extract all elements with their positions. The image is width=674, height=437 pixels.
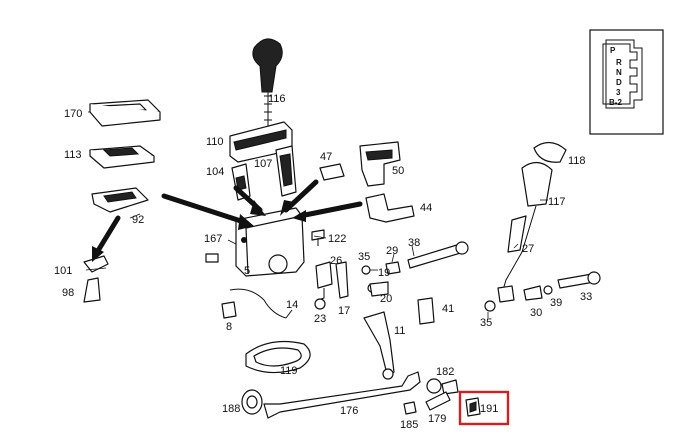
- callout-188: 188: [222, 403, 240, 415]
- callout-5: 5: [244, 265, 250, 277]
- gate-position-b2: B-2: [609, 98, 622, 107]
- callout-35-a: 35: [358, 251, 370, 263]
- callout-35-b: 35: [480, 317, 492, 329]
- callout-191: 191: [480, 403, 498, 415]
- callout-17: 17: [338, 305, 350, 317]
- callout-107: 107: [254, 158, 272, 170]
- callout-26: 26: [330, 255, 342, 267]
- callout-98: 98: [62, 287, 74, 299]
- callout-104: 104: [206, 166, 224, 178]
- callout-119: 119: [280, 365, 298, 377]
- callout-11: 11: [394, 325, 405, 337]
- callout-182: 182: [436, 366, 454, 378]
- gate-position-3: 3: [616, 88, 621, 97]
- callout-38: 38: [408, 237, 420, 249]
- callout-19: 19: [378, 267, 390, 279]
- callout-170: 170: [64, 108, 82, 120]
- callout-labels: 116 170 113 110 104 107 47 50 44 92 167 …: [54, 93, 592, 431]
- callout-167: 167: [204, 233, 222, 245]
- callout-185: 185: [400, 419, 418, 431]
- gate-position-p: P: [610, 46, 616, 55]
- part-cover-panels: [229, 121, 297, 201]
- callout-39: 39: [550, 297, 562, 309]
- assembly-arrows: [92, 179, 363, 262]
- part-selector-lever: [363, 311, 395, 380]
- callout-113: 113: [64, 149, 82, 161]
- part-shift-boot: [245, 341, 311, 374]
- part-switches: [319, 141, 415, 223]
- callout-8: 8: [226, 321, 232, 333]
- part-trim-frame: [89, 99, 161, 169]
- callout-50: 50: [392, 165, 404, 177]
- part-shift-knob: [252, 38, 283, 128]
- part-clip-191: [465, 397, 481, 417]
- leader-lines: [85, 111, 548, 318]
- callout-116: 116: [268, 93, 286, 105]
- callout-122: 122: [328, 233, 346, 245]
- callout-23: 23: [314, 313, 326, 325]
- callout-110: 110: [206, 136, 224, 148]
- callout-118: 118: [568, 155, 586, 167]
- callout-29: 29: [386, 245, 398, 257]
- part-shift-rod: [241, 371, 421, 419]
- gate-position-d: D: [616, 78, 622, 87]
- highlight-box-191: [458, 390, 510, 426]
- callout-27: 27: [522, 243, 534, 255]
- part-lever-bracket: [83, 187, 149, 303]
- callout-44: 44: [420, 202, 432, 214]
- callout-176: 176: [340, 405, 358, 417]
- gate-position-r: R: [616, 58, 622, 67]
- gate-position-n: N: [616, 68, 622, 77]
- callout-179: 179: [428, 413, 446, 425]
- callout-14: 14: [286, 299, 298, 311]
- part-cable: [221, 288, 293, 319]
- callout-41: 41: [442, 303, 454, 315]
- part-right-hardware: [523, 271, 601, 301]
- callout-92: 92: [132, 214, 144, 226]
- callout-20: 20: [380, 293, 392, 305]
- callout-47: 47: [320, 151, 332, 163]
- callout-30: 30: [530, 307, 542, 319]
- part-rod-hardware: [403, 378, 459, 415]
- callout-101: 101: [54, 265, 72, 277]
- callout-33: 33: [580, 291, 592, 303]
- shift-gate-inset: P R N D 3 B-2: [589, 29, 664, 135]
- callout-117: 117: [548, 196, 566, 208]
- part-right-knob-assembly: [484, 141, 567, 312]
